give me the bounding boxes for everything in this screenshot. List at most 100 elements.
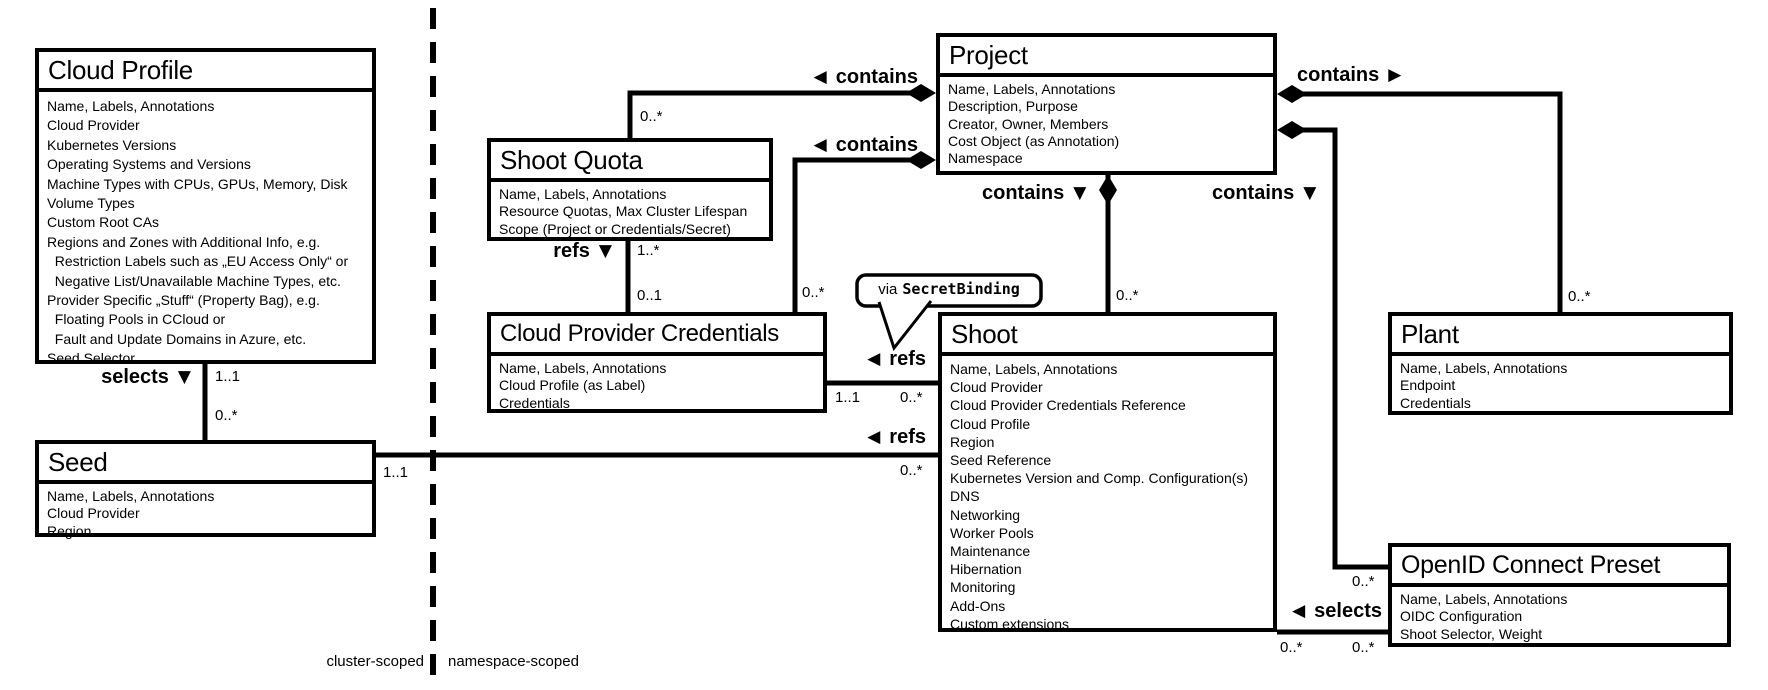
attribute-line: Regions and Zones with Additional Info, …: [47, 233, 321, 250]
attribute-line: Name, Labels, Annotations: [950, 361, 1118, 377]
attribute-line: Maintenance: [950, 543, 1031, 560]
multiplicity-shoot-refs-credentials-target: 0..*: [900, 389, 923, 406]
multiplicity-seed-selects: 0..*: [215, 407, 238, 424]
arrow-left-icon: ◀: [867, 427, 881, 447]
attribute-line: Provider Specific „Stuff“ (Property Bag)…: [47, 292, 320, 309]
attribute-line: Resource Quotas, Max Cluster Lifespan: [499, 203, 748, 220]
callout-secretbinding-code: SecretBinding: [902, 280, 1020, 298]
relationship-label-contains-credentials: ◀ contains: [814, 134, 918, 157]
entity-cloud-provider-credentials: Cloud Provider Credentials Name, Labels,…: [487, 312, 827, 413]
arrow-down-icon: ▼: [1303, 183, 1317, 203]
attribute-line: Region: [950, 433, 995, 450]
attribute-line: Namespace: [948, 150, 1023, 167]
attribute-line: Volume Types: [47, 195, 135, 212]
relationship-label-text: contains: [1212, 182, 1295, 204]
attribute-line: Worker Pools: [950, 524, 1034, 541]
attribute-line: Negative List/Unavailable Machine Types,…: [47, 272, 341, 289]
attribute-line: Name, Labels, Annotations: [1400, 360, 1568, 376]
connector-contains-project-plant: [1300, 91, 1563, 312]
entity-seed-title: Seed: [39, 444, 372, 484]
attribute-line: DNS: [950, 488, 980, 505]
attribute-line: Scope (Project or Credentials/Secret): [499, 220, 731, 237]
relationship-label-text: refs: [889, 426, 926, 448]
attribute-line: Custom extensions: [950, 615, 1070, 632]
arrow-right-icon: ▶: [1388, 65, 1402, 85]
entity-openid-connect-preset: OpenID Connect Preset Name, Labels, Anno…: [1388, 543, 1731, 647]
arrow-left-icon: ◀: [1292, 601, 1306, 621]
arrow-down-icon: ▼: [177, 367, 191, 387]
attribute-line: Cloud Provider Credentials Reference: [950, 397, 1186, 414]
multiplicity-oidc-selects-target: 0..*: [1352, 639, 1375, 656]
attribute-line: Name, Labels, Annotations: [948, 81, 1116, 97]
multiplicity-credentials-refs-shoot-source: 1..1: [835, 389, 861, 406]
relationship-label-contains-shootquota: ◀ contains: [814, 66, 918, 89]
arrow-left-icon: ◀: [813, 135, 827, 155]
attribute-line: Seed Reference: [950, 452, 1052, 469]
relationship-label-text: refs: [889, 348, 926, 370]
attribute-line: Credentials: [1400, 394, 1471, 411]
attribute-line: Networking: [950, 506, 1021, 523]
multiplicity-credentials-refs-target: 0..1: [637, 287, 663, 304]
composition-diamond-icon: [1277, 121, 1307, 139]
arrow-down-icon: ▼: [1073, 183, 1087, 203]
relationship-label-contains-plant: contains ▶: [1297, 64, 1401, 87]
connector-contains-project-shootquota: [627, 90, 912, 138]
attribute-line: Operating Systems and Versions: [47, 156, 251, 173]
scope-label-namespace: namespace-scoped: [448, 653, 579, 670]
composition-diamond-icon: [1277, 85, 1307, 103]
entity-project-title: Project: [940, 37, 1273, 77]
attribute-line: OIDC Configuration: [1400, 608, 1523, 625]
relationship-label-contains-shoot: contains ▼: [982, 182, 1086, 205]
attribute-line: Kubernetes Versions: [47, 136, 177, 153]
entity-cloud-provider-credentials-title: Cloud Provider Credentials: [491, 316, 823, 356]
scope-label-cluster: cluster-scoped: [326, 653, 424, 670]
entity-shoot-quota-title: Shoot Quota: [491, 142, 769, 182]
arrow-left-icon: ◀: [813, 67, 827, 87]
relationship-label-text: selects: [1314, 600, 1382, 622]
multiplicity-oidc-contains: 0..*: [1352, 573, 1375, 590]
multiplicity-shoot-contains: 0..*: [1116, 287, 1139, 304]
relationship-label-refs-credentials-shoot: ◀ refs: [867, 348, 926, 371]
attribute-line: Name, Labels, Annotations: [499, 360, 667, 376]
attribute-line: Name, Labels, Annotations: [499, 186, 667, 202]
attribute-line: Description, Purpose: [948, 98, 1078, 115]
attribute-line: Name, Labels, Annotations: [47, 488, 215, 504]
attribute-line: Custom Root CAs: [47, 214, 160, 231]
attribute-line: Cloud Provider: [950, 379, 1043, 396]
composition-diamond-icon: [1099, 175, 1117, 205]
arrow-left-icon: ◀: [867, 349, 881, 369]
attribute-line: Cloud Provider: [47, 117, 140, 134]
attribute-line: Cloud Profile (as Label): [499, 377, 646, 394]
relationship-label-refs-seed-shoot: ◀ refs: [867, 426, 926, 449]
attribute-line: Hibernation: [950, 561, 1022, 578]
attribute-line: Seed Selector: [47, 350, 135, 367]
relationship-label-selects-shoot-oidc: ◀ selects: [1292, 600, 1382, 623]
multiplicity-credentials-contains: 0..*: [802, 284, 825, 301]
relationship-label-text: contains: [835, 66, 918, 88]
relationship-label-contains-oidc: contains ▼: [1212, 182, 1316, 205]
relationship-label-text: contains: [835, 134, 918, 156]
callout-via-text: via: [878, 281, 898, 298]
attribute-line: Endpoint: [1400, 377, 1456, 394]
relationship-label-selects-cloudprofile-seed: selects ▼: [101, 366, 191, 389]
attribute-line: Cost Object (as Annotation): [948, 132, 1120, 149]
callout-tail: [877, 300, 933, 352]
entity-openid-connect-preset-title: OpenID Connect Preset: [1392, 547, 1727, 587]
multiplicity-shoot-selects-source: 0..*: [1280, 639, 1303, 656]
multiplicity-shootquota-contains: 0..*: [640, 108, 663, 125]
entity-plant-title: Plant: [1392, 316, 1729, 356]
attribute-line: Shoot Selector, Weight: [1400, 625, 1543, 642]
relationship-label-text: selects: [101, 366, 169, 388]
